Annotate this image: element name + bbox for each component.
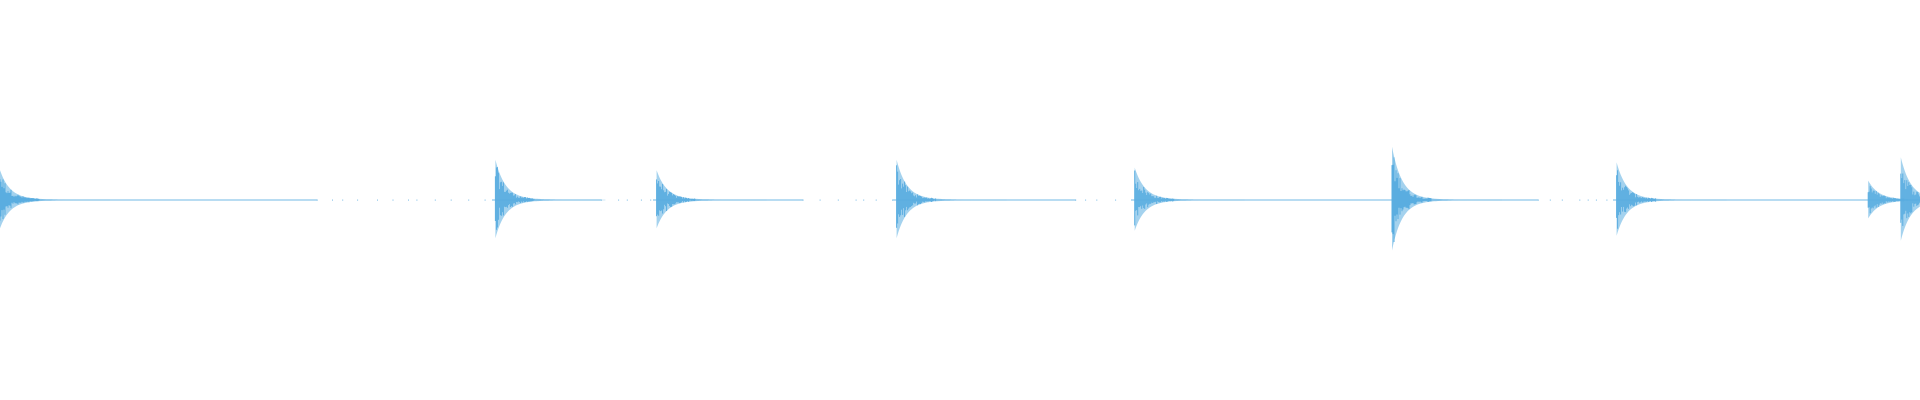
waveform-gap-dot: [863, 199, 865, 201]
waveform-gap-dot: [640, 199, 642, 201]
waveform-gap-dot: [1549, 199, 1551, 201]
waveform-gap-dot: [1115, 199, 1117, 201]
waveform-gap-dot: [837, 199, 839, 201]
waveform-gap-dot: [892, 199, 893, 201]
waveform-gap-dot: [408, 199, 409, 201]
waveform-gap-dot: [802, 199, 804, 201]
waveform-gap-dot: [1085, 199, 1087, 201]
waveform-gap-dot: [357, 199, 359, 201]
waveform-gap-dot: [1537, 199, 1539, 201]
waveform-gap-dot: [392, 199, 394, 201]
waveform-gap-dot: [626, 199, 628, 201]
waveform-gap-dot: [855, 199, 857, 201]
waveform-gap-dot: [650, 199, 652, 201]
waveform-group: [0, 146, 1920, 251]
waveform-gap-dot: [618, 199, 620, 201]
waveform-gap-dot: [819, 199, 821, 201]
waveform-gap-dot: [1595, 199, 1597, 201]
waveform-gap-dot: [316, 199, 318, 201]
waveform-gap-dot: [1075, 199, 1077, 201]
waveform-gap-dot: [450, 199, 452, 201]
waveform-gap-dot: [332, 199, 333, 201]
waveform-gap-dot: [1579, 199, 1581, 201]
waveform-gap-dot: [468, 199, 470, 201]
waveform-gap-dot: [1096, 199, 1098, 201]
waveform-gap-dot: [342, 199, 344, 201]
waveform-gap-dot: [1561, 199, 1563, 201]
waveform-gap-dot: [875, 199, 877, 201]
waveform-gap-dot: [416, 199, 418, 201]
waveform-gap-dot: [434, 199, 436, 201]
waveform-gap-dot: [484, 199, 486, 201]
waveform-gap-dot: [1606, 199, 1608, 201]
waveform-gap-dot: [377, 199, 378, 201]
waveform-gap-dot: [1587, 199, 1589, 201]
